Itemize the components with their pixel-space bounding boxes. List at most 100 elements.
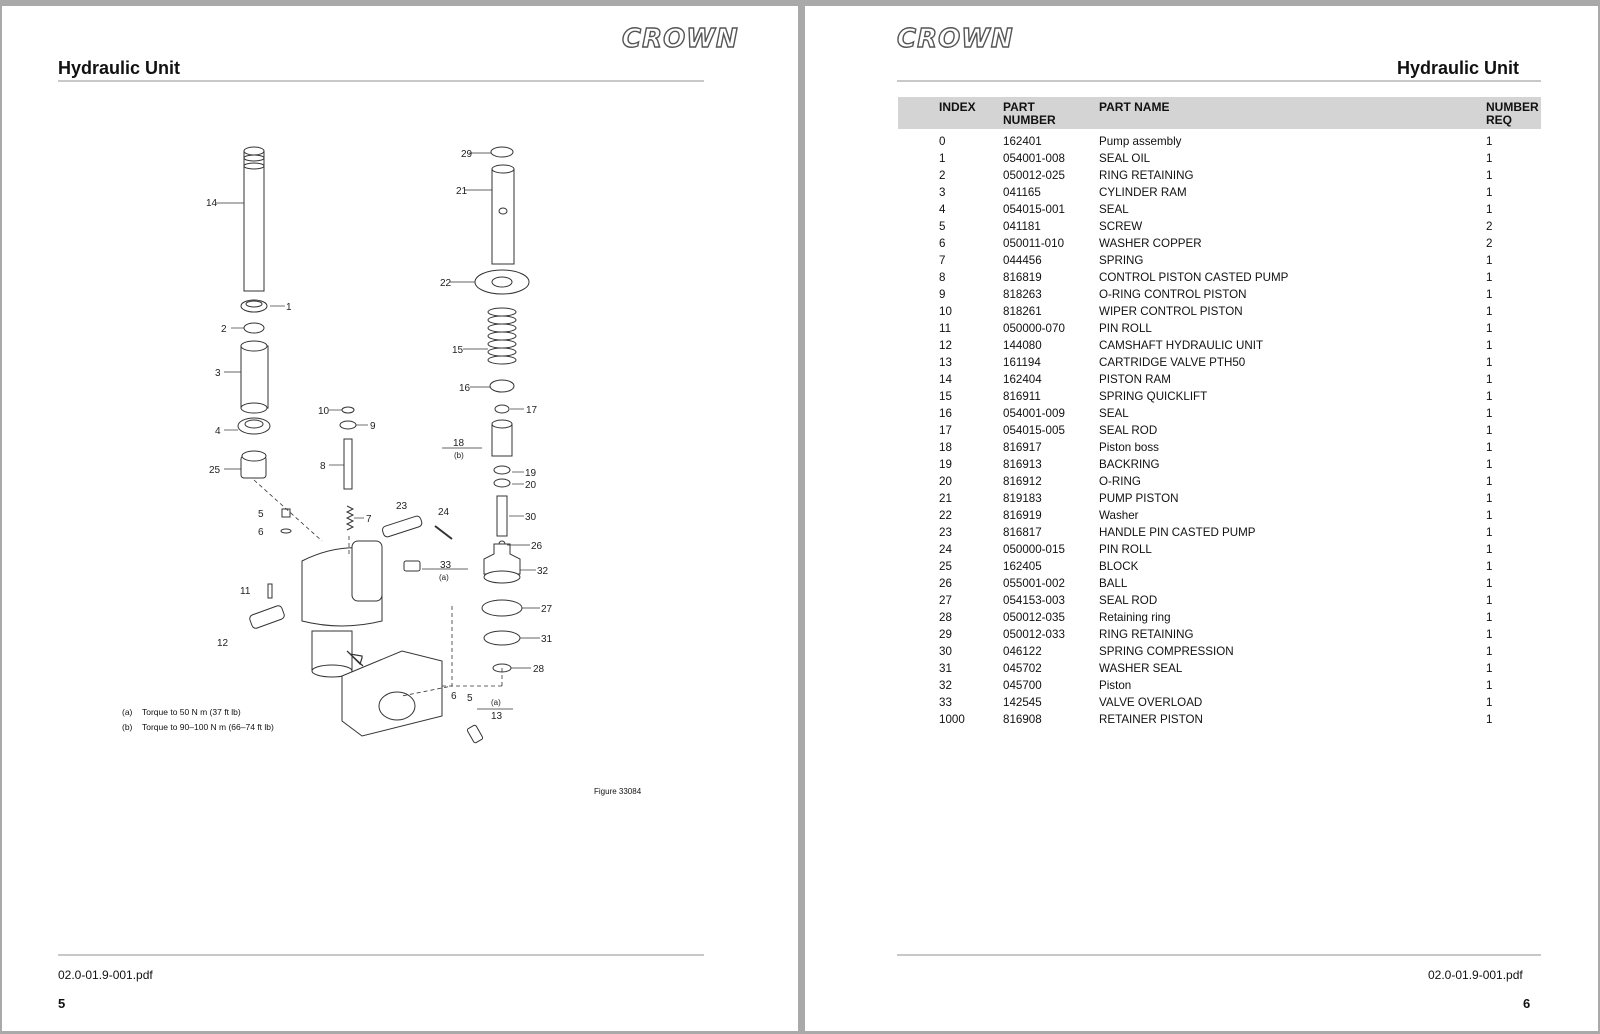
cell-index: 9	[939, 288, 946, 301]
cell-part-name: SEAL OIL	[1099, 152, 1151, 165]
cell-number-req: 1	[1486, 390, 1493, 403]
cell-part-number: 161194	[1003, 356, 1041, 369]
cell-part-number: 162405	[1003, 560, 1042, 573]
cell-number-req: 1	[1486, 645, 1493, 658]
cell-index: 15	[939, 390, 952, 403]
cell-index: 24	[939, 543, 952, 556]
cell-index: 0	[939, 135, 946, 148]
cell-index: 12	[939, 339, 952, 352]
col-header-part-number: PART NUMBER	[1003, 100, 1056, 127]
cell-part-number: 050011-010	[1003, 237, 1065, 250]
cell-part-name: CAMSHAFT HYDRAULIC UNIT	[1099, 339, 1264, 352]
cell-index: 29	[939, 628, 952, 641]
cell-part-number: 816911	[1003, 390, 1041, 403]
callout-28: 28	[533, 664, 545, 675]
cell-number-req: 2	[1486, 220, 1493, 233]
callout-7: 7	[366, 514, 372, 525]
cell-index: 14	[939, 373, 952, 386]
callout-b: (b)	[454, 451, 464, 460]
cell-part-name: HANDLE PIN CASTED PUMP	[1099, 526, 1256, 539]
page-title: Hydraulic Unit	[1397, 58, 1520, 78]
cell-part-name: BALL	[1099, 577, 1128, 590]
cell-part-name: Piston boss	[1099, 441, 1159, 454]
left-page: CROWN Hydraulic Unit	[2, 6, 798, 1031]
cell-index: 2	[939, 169, 946, 182]
cell-part-number: 054153-003	[1003, 594, 1065, 607]
cell-index: 16	[939, 407, 952, 420]
callout-17: 17	[526, 405, 538, 416]
cell-index: 21	[939, 492, 952, 505]
diagram-callouts: 14 1 2 3 4 25 10 9 8 7 5 6 11 12 23 24 3…	[206, 149, 553, 722]
cell-part-name: Pump assembly	[1099, 135, 1182, 148]
cell-index: 1	[939, 152, 946, 165]
part-31-washer-seal	[483, 630, 521, 646]
callout-1: 1	[286, 302, 292, 313]
part-29-ring	[490, 146, 514, 158]
cell-part-number: 818263	[1003, 288, 1042, 301]
direction-arrow-icon	[346, 650, 364, 667]
callout-5: 5	[258, 509, 264, 520]
callout-11: 11	[240, 586, 251, 597]
cell-part-number: 044456	[1003, 254, 1042, 267]
cell-part-name: SPRING QUICKLIFT	[1099, 390, 1208, 403]
callout-9: 9	[370, 421, 376, 432]
cell-index: 26	[939, 577, 952, 590]
header-rule	[58, 80, 704, 82]
cell-number-req: 1	[1486, 611, 1493, 624]
cell-number-req: 1	[1486, 254, 1493, 267]
cell-part-name: BACKRING	[1099, 458, 1160, 471]
callout-27: 27	[541, 604, 553, 615]
cell-number-req: 1	[1486, 441, 1493, 454]
cell-part-number: 054001-008	[1003, 152, 1065, 165]
cell-number-req: 1	[1486, 458, 1493, 471]
cell-part-name: RING RETAINING	[1099, 169, 1194, 182]
figure-caption: Figure 33084	[594, 787, 642, 796]
callout-33: 33	[440, 560, 452, 571]
col-header-part-name: PART NAME	[1099, 100, 1170, 114]
crown-logo: CROWN	[621, 23, 739, 54]
cell-part-name: PISTON RAM	[1099, 373, 1171, 386]
cell-index: 4	[939, 203, 946, 216]
cell-part-number: 050012-035	[1003, 611, 1065, 624]
cell-number-req: 1	[1486, 509, 1493, 522]
cell-part-number: 816913	[1003, 458, 1042, 471]
cell-index: 31	[939, 662, 952, 675]
cell-part-number: 816819	[1003, 271, 1042, 284]
cell-number-req: 1	[1486, 492, 1493, 505]
part-2-ring	[243, 322, 265, 334]
cell-part-name: Piston	[1099, 679, 1132, 692]
cell-index: 28	[939, 611, 952, 624]
cell-part-name: PUMP PISTON	[1099, 492, 1179, 505]
callout-16: 16	[459, 383, 471, 394]
cell-part-number: 050000-070	[1003, 322, 1065, 335]
cell-number-req: 1	[1486, 169, 1493, 182]
cell-number-req: 1	[1486, 560, 1493, 573]
cell-number-req: 1	[1486, 577, 1493, 590]
cell-index: 8	[939, 271, 946, 284]
cell-part-name: BLOCK	[1099, 560, 1139, 573]
page-number: 5	[58, 996, 66, 1011]
cell-part-number: 050012-033	[1003, 628, 1065, 641]
cell-part-name: SEAL	[1099, 407, 1129, 420]
cell-index: 3	[939, 186, 946, 199]
part-12-camshaft	[249, 605, 285, 629]
cell-part-name: WASHER SEAL	[1099, 662, 1183, 675]
cell-number-req: 1	[1486, 662, 1493, 675]
cell-number-req: 1	[1486, 203, 1493, 216]
cell-index: 33	[939, 696, 952, 709]
part-3-cylinder-ram	[240, 345, 269, 409]
col-header-number-req: NUMBER REQ	[1486, 100, 1539, 127]
